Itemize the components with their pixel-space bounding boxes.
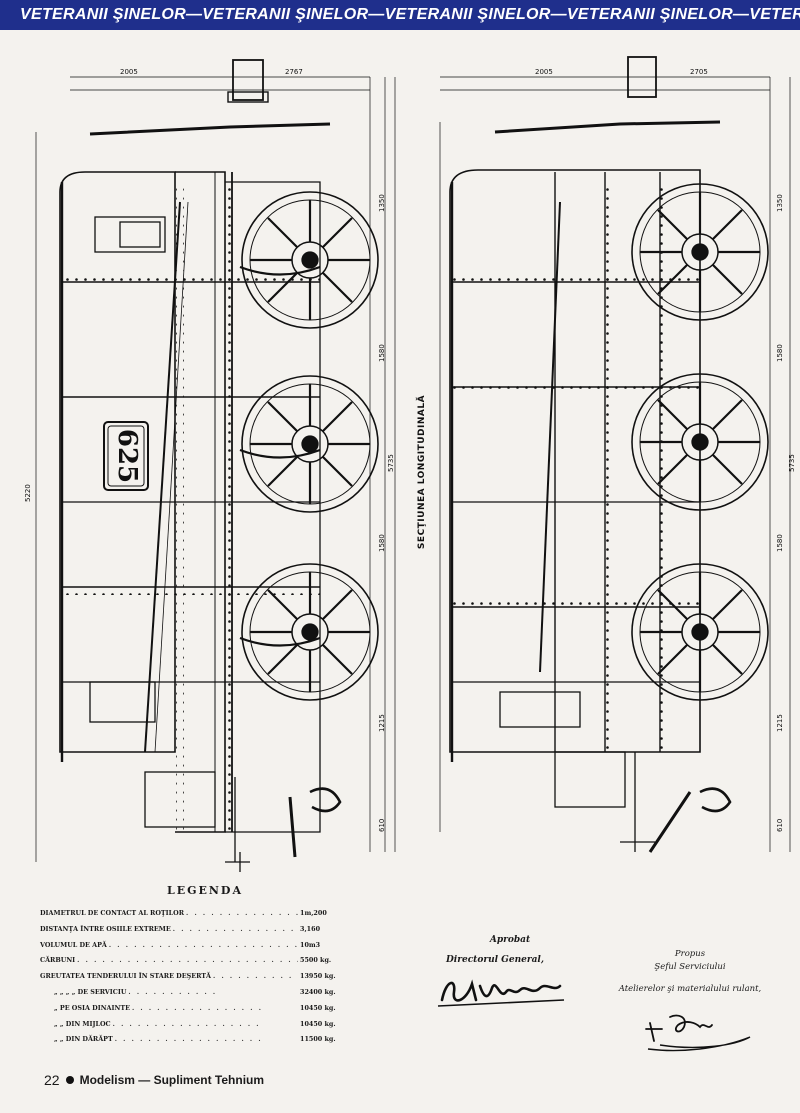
tender-blueprint-svg: 625 5220 5735 1350 1580 1580 1215 610 20… xyxy=(24,56,796,872)
right-section-view xyxy=(439,56,791,853)
svg-text:2705: 2705 xyxy=(690,68,708,76)
svg-text:5735: 5735 xyxy=(788,454,796,472)
proposal-heading: Propus xyxy=(674,949,706,959)
left-elevation-view xyxy=(35,59,396,872)
technical-drawing: 625 5220 5735 1350 1580 1580 1215 610 20… xyxy=(0,32,800,880)
svg-text:1215: 1215 xyxy=(378,714,386,732)
section-title: SECŢIUNEA LONGITUDINALĂ xyxy=(415,395,427,549)
series-banner: VETERANII ŞINELOR—VETERANII ŞINELOR—VETE… xyxy=(0,0,800,30)
legend-row: „ „ „ „ DE SERVICIU. . . . . . . . . . .… xyxy=(54,987,336,996)
svg-text:1580: 1580 xyxy=(776,344,784,362)
svg-text:2005: 2005 xyxy=(535,68,553,76)
legend-row: DIAMETRUL DE CONTACT AL ROŢILOR. . . . .… xyxy=(40,909,327,917)
proposal-role: Şeful Serviciului xyxy=(654,962,726,972)
page-footer: 22 Modelism — Supliment Tehnium xyxy=(44,1072,264,1088)
legend-row: GREUTATEA TENDERULUI ÎN STARE DEŞERTĂ. .… xyxy=(40,972,336,981)
svg-text:1350: 1350 xyxy=(776,194,784,212)
proposal-block: Propus Şeful Serviciului Atelierelor şi … xyxy=(610,948,770,996)
svg-text:1580: 1580 xyxy=(378,534,386,552)
svg-text:610: 610 xyxy=(378,819,386,832)
approval-block: Aprobat Directorul General, xyxy=(420,935,570,965)
svg-text:2005: 2005 xyxy=(120,68,138,76)
plate-number: 625 xyxy=(112,429,142,483)
director-signature xyxy=(437,979,565,1007)
legend-row: CĂRBUNI. . . . . . . . . . . . . . . . .… xyxy=(40,956,332,965)
publication-title: Modelism — Supliment Tehnium xyxy=(79,1073,265,1087)
svg-text:1215: 1215 xyxy=(776,714,784,732)
svg-text:5220: 5220 xyxy=(24,484,32,502)
approval-heading: Aprobat xyxy=(489,935,531,945)
approval-role: Directorul General, xyxy=(446,955,544,965)
legend-row: DISTANŢA ÎNTRE OSIILE EXTREME. . . . . .… xyxy=(40,924,321,933)
legend-table: LEGENDA DIAMETRUL DE CONTACT AL ROŢILOR.… xyxy=(40,884,340,1051)
svg-text:1580: 1580 xyxy=(378,344,386,362)
legend-row: „ „ DIN DĂRĂPT. . . . . . . . . . . . . … xyxy=(54,1035,336,1044)
left-dimension-labels: 5220 5735 1350 1580 1580 1215 610 2005 2… xyxy=(24,68,395,832)
legend-row: „ PE OSIA DINAINTE. . . . . . . . . . . … xyxy=(54,1003,336,1012)
right-dimension-labels: 1350 1580 1580 1215 610 5735 2005 2705 xyxy=(535,68,796,832)
proposal-department: Atelierelor şi materialului rulant, xyxy=(618,984,762,994)
legend-row: „ „ DIN MIJLOC. . . . . . . . . . . . . … xyxy=(54,1019,336,1028)
svg-text:2767: 2767 xyxy=(285,68,303,76)
svg-text:610: 610 xyxy=(776,819,784,832)
legend-title: LEGENDA xyxy=(166,884,244,897)
banner-text: VETERANII ŞINELOR—VETERANII ŞINELOR—VETE… xyxy=(20,6,800,23)
svg-text:1580: 1580 xyxy=(776,534,784,552)
svg-text:1350: 1350 xyxy=(378,194,386,212)
chief-signature xyxy=(645,1014,751,1052)
tender-number-plate: 625 xyxy=(103,421,149,491)
bullet-icon xyxy=(65,1076,74,1084)
legend-row: VOLUMUL DE APĂ. . . . . . . . . . . . . … xyxy=(40,940,321,949)
svg-text:5735: 5735 xyxy=(387,454,395,472)
page-number: 22 xyxy=(44,1072,60,1088)
